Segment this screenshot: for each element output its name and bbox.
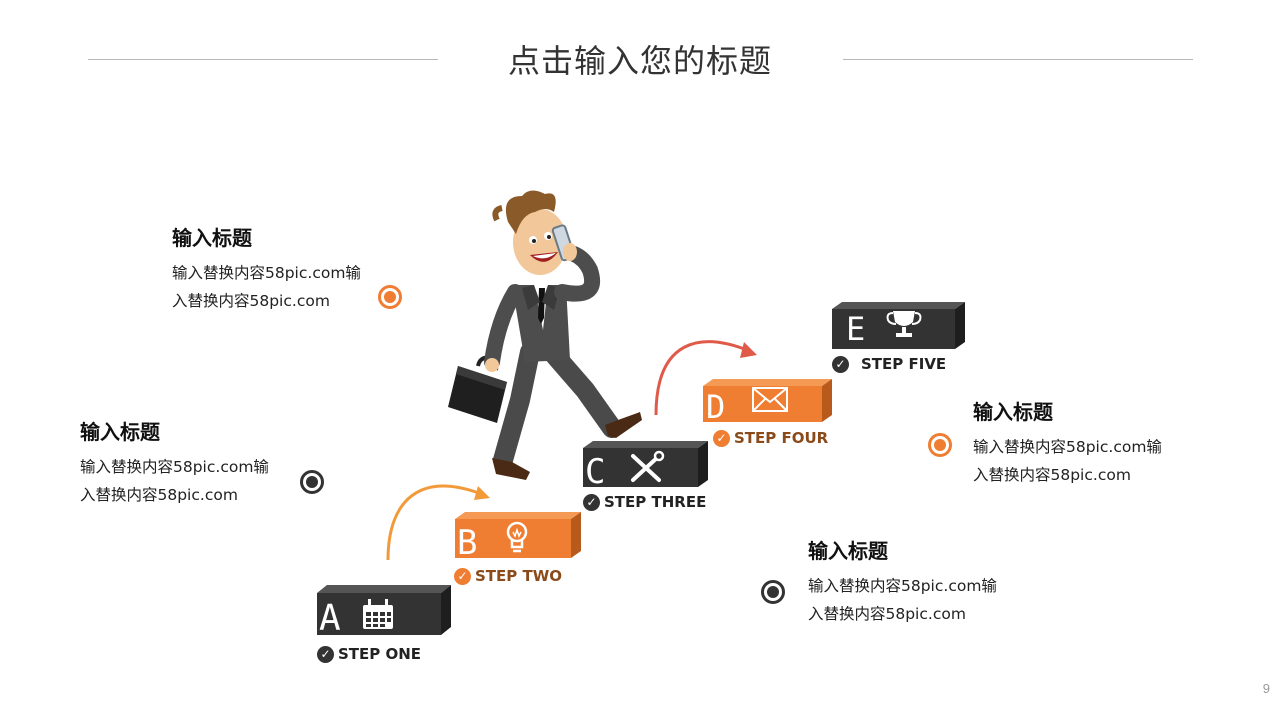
step-two-label: ✓ STEP TWO — [454, 567, 562, 585]
check-circle-icon: ✓ — [713, 429, 730, 447]
step-one-label: ✓ STEP ONE — [317, 645, 421, 663]
step-letter-a: A — [319, 598, 341, 639]
step-block-a: A — [317, 585, 451, 639]
step-five-label: ✓ STEP FIVE — [832, 355, 946, 373]
block-heading-4[interactable]: 输入标题 — [808, 539, 888, 563]
bullet-dot-icon — [300, 470, 324, 494]
step-block-c: C — [583, 441, 708, 492]
arrow-red-head — [740, 342, 757, 358]
tools-icon — [631, 450, 665, 482]
block-heading-1[interactable]: 输入标题 — [172, 226, 252, 250]
block-text-1[interactable]: 输入替换内容58pic.com输入替换内容58pic.com — [172, 264, 361, 310]
step-letter-b: B — [457, 523, 477, 563]
briefcase-icon — [448, 355, 507, 423]
step-block-b: B — [455, 512, 581, 563]
businessman-illustration — [448, 190, 642, 480]
title-rule-left — [88, 59, 438, 60]
step-letter-d: D — [706, 388, 725, 426]
step-letter-e: E — [846, 310, 865, 348]
check-circle-icon: ✓ — [832, 355, 849, 373]
arrow-orange — [386, 484, 485, 561]
arrow-orange-head — [474, 486, 490, 500]
step-block-e: E — [832, 302, 965, 349]
check-circle-icon: ✓ — [317, 645, 334, 663]
check-circle-icon: ✓ — [454, 567, 471, 585]
page-number: 9 — [1262, 681, 1270, 696]
envelope-icon — [752, 387, 788, 412]
lightbulb-icon — [506, 521, 528, 553]
block-heading-2[interactable]: 输入标题 — [80, 420, 160, 444]
check-circle-icon: ✓ — [583, 493, 600, 511]
bullet-dot-icon — [928, 433, 952, 457]
step-four-label: ✓ STEP FOUR — [713, 429, 828, 447]
block-text-4[interactable]: 输入替换内容58pic.com输入替换内容58pic.com — [808, 577, 997, 623]
page-title[interactable]: 点击输入您的标题 — [507, 42, 772, 80]
block-heading-3[interactable]: 输入标题 — [973, 400, 1053, 424]
calendar-icon — [363, 599, 393, 629]
title-rule-right — [843, 59, 1193, 60]
bullet-dot-icon — [761, 580, 785, 604]
step-block-d: D — [703, 379, 832, 426]
step-three-label: ✓ STEP THREE — [583, 493, 706, 511]
block-text-3[interactable]: 输入替换内容58pic.com输入替换内容58pic.com — [973, 438, 1162, 484]
block-text-2[interactable]: 输入替换内容58pic.com输入替换内容58pic.com — [80, 458, 269, 504]
trophy-icon — [886, 311, 922, 337]
arrow-red — [654, 340, 753, 416]
step-letter-c: C — [585, 452, 605, 492]
bullet-dot-icon — [378, 285, 402, 309]
